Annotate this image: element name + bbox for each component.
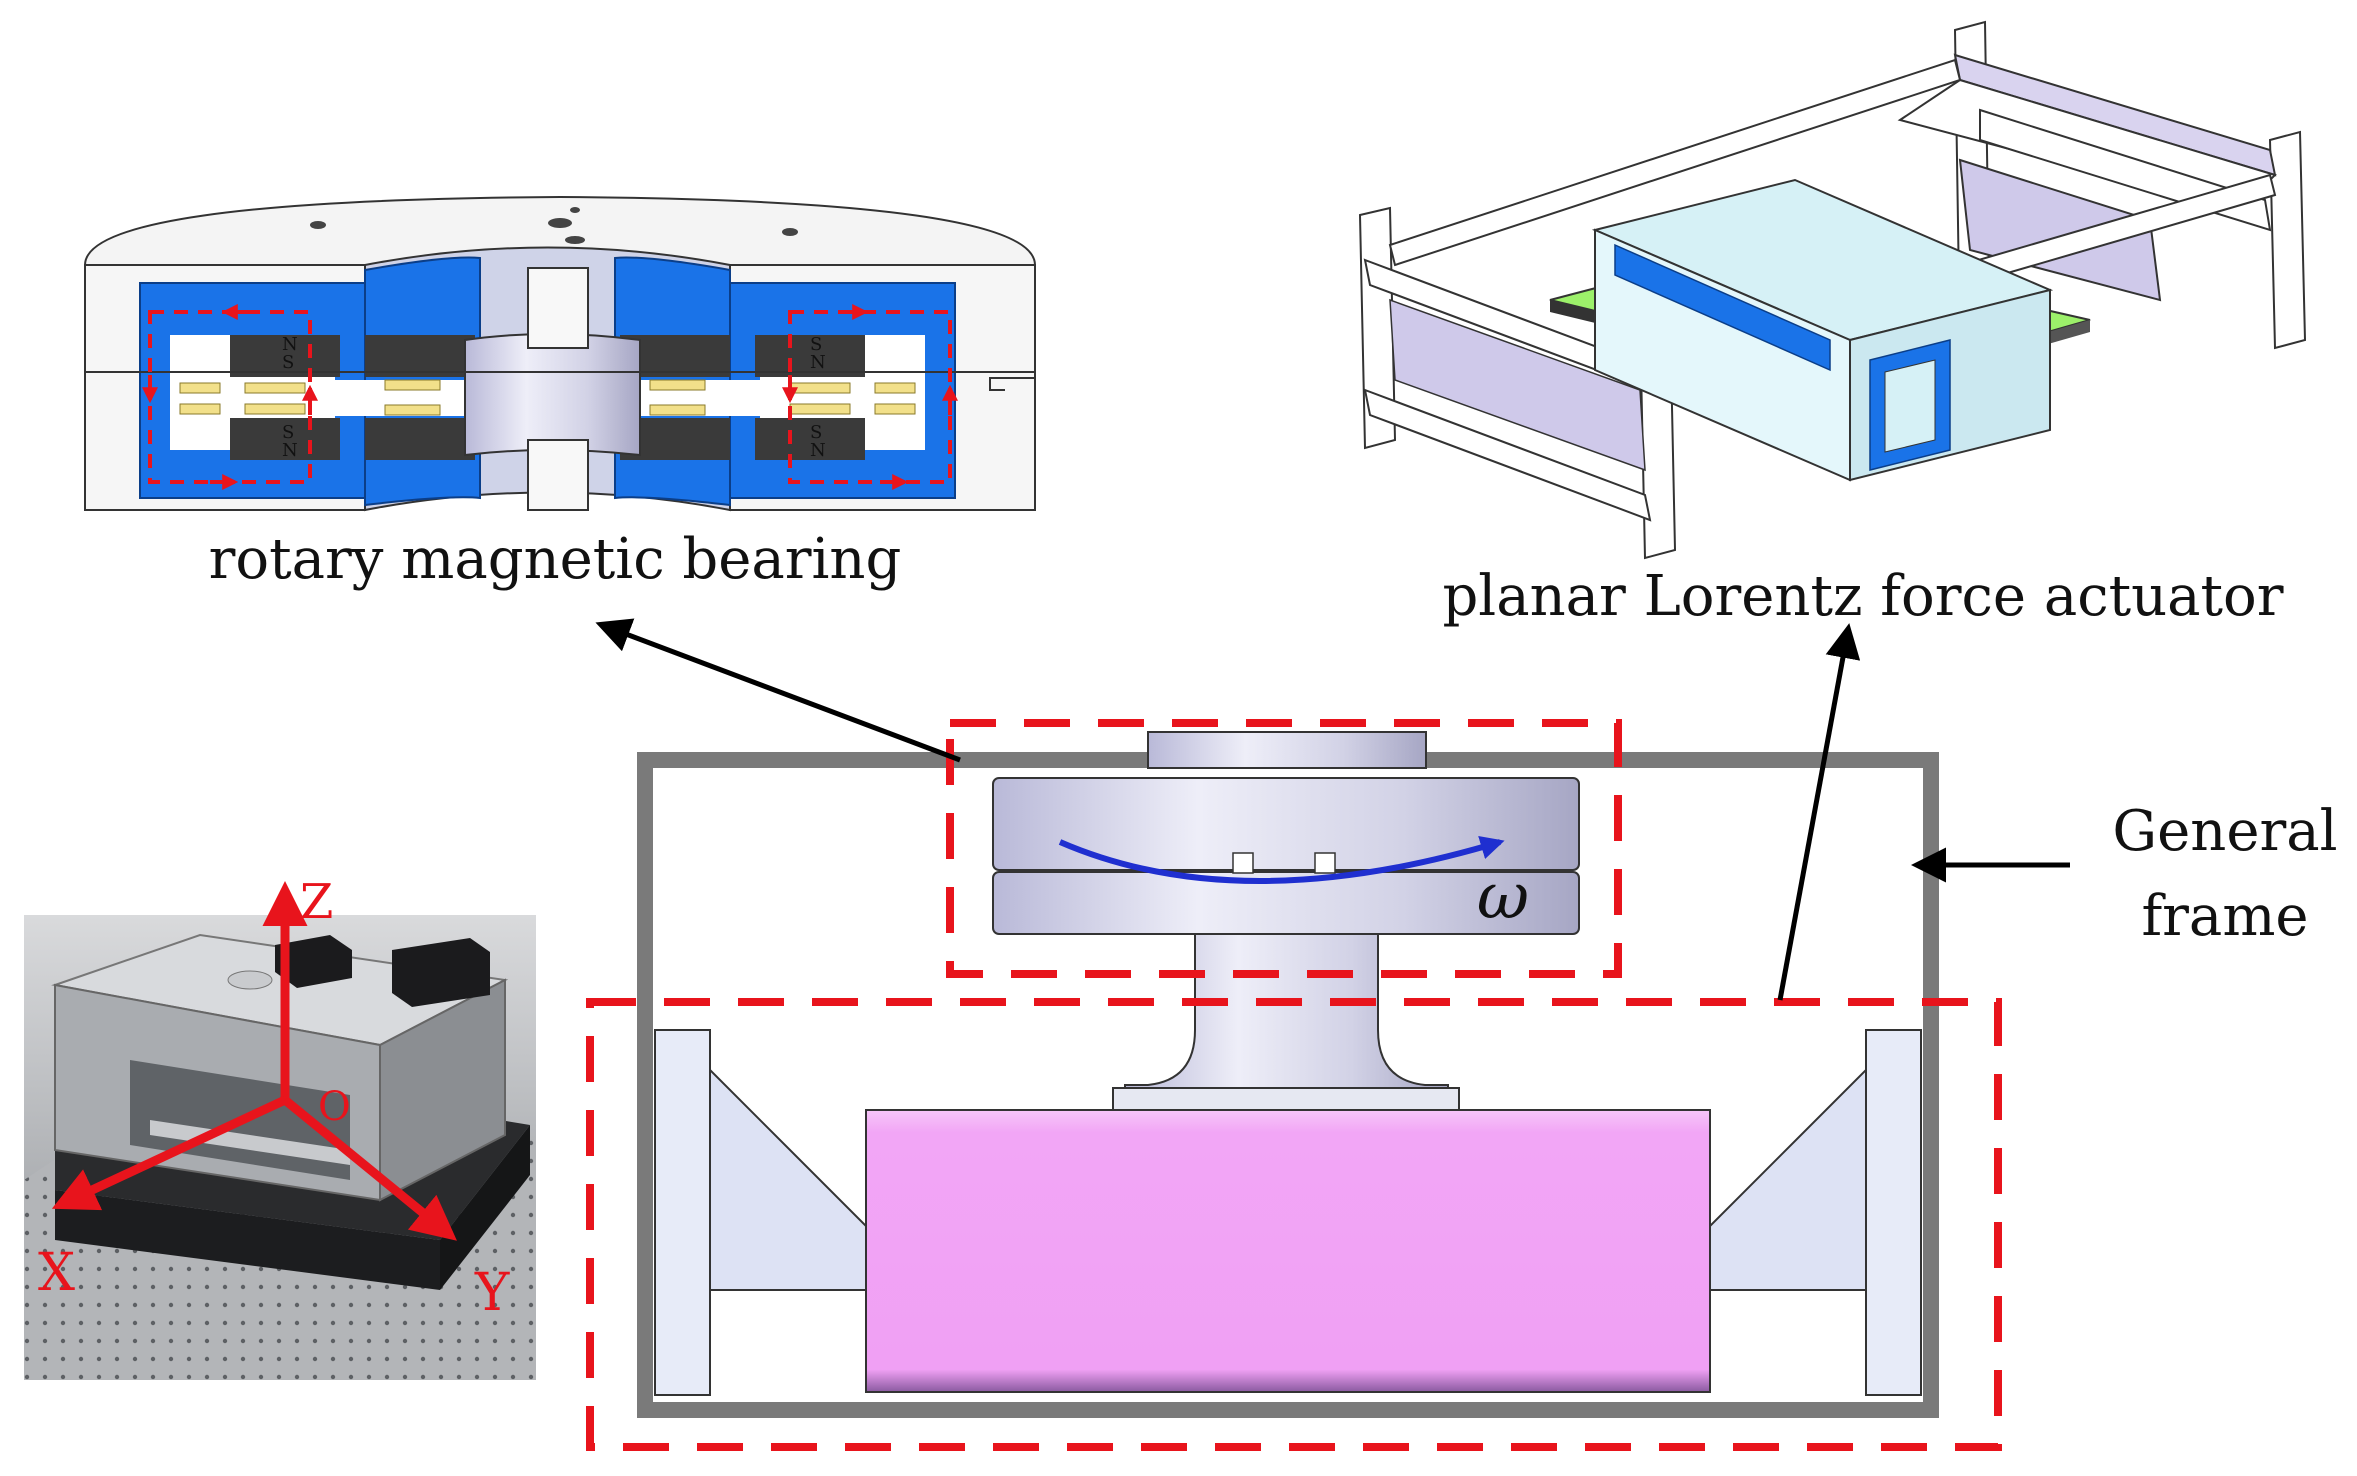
axis-label-origin: O bbox=[318, 1084, 351, 1130]
axis-label-z: Z bbox=[300, 874, 333, 930]
rotary-magnetic-bearing-illustration bbox=[83, 195, 1037, 512]
bearing-highlight-box bbox=[946, 719, 1622, 978]
rotation-arrow bbox=[1058, 836, 1505, 884]
omega-symbol: ω bbox=[1477, 860, 1529, 934]
bearing-label: rotary magnetic bearing bbox=[209, 527, 902, 592]
actuator-body bbox=[865, 1109, 1711, 1393]
magnet-pole-labels: N S S N S N S N bbox=[282, 334, 826, 461]
axis-label-x: X bbox=[38, 1243, 75, 1303]
actuator-label: planar Lorentz force actuator bbox=[1442, 564, 2283, 629]
pole-label: N bbox=[810, 352, 826, 373]
prototype-photo bbox=[24, 915, 536, 1380]
pole-label: N bbox=[282, 440, 298, 461]
axis-label-y: Y bbox=[474, 1263, 510, 1323]
coordinate-axes bbox=[51, 881, 457, 1241]
bearing-pointer-arrow bbox=[595, 618, 961, 763]
pole-label: S bbox=[282, 422, 294, 443]
actuator-highlight-box bbox=[586, 998, 2002, 1451]
pole-label: N bbox=[810, 440, 826, 461]
pole-label: S bbox=[810, 422, 822, 443]
side-bracket-right bbox=[1705, 1029, 1922, 1396]
frame-label-line1: General bbox=[2112, 799, 2337, 864]
rotor-assembly bbox=[992, 731, 1580, 1111]
pole-label: N bbox=[282, 334, 298, 355]
pole-label: S bbox=[282, 352, 294, 373]
frame-label-line2: frame bbox=[2141, 884, 2308, 949]
actuator-pointer-arrow bbox=[1777, 623, 1861, 1001]
side-bracket-left bbox=[654, 1029, 871, 1396]
planar-lorentz-force-actuator-illustration bbox=[1358, 20, 2307, 560]
pole-label: S bbox=[810, 334, 822, 355]
